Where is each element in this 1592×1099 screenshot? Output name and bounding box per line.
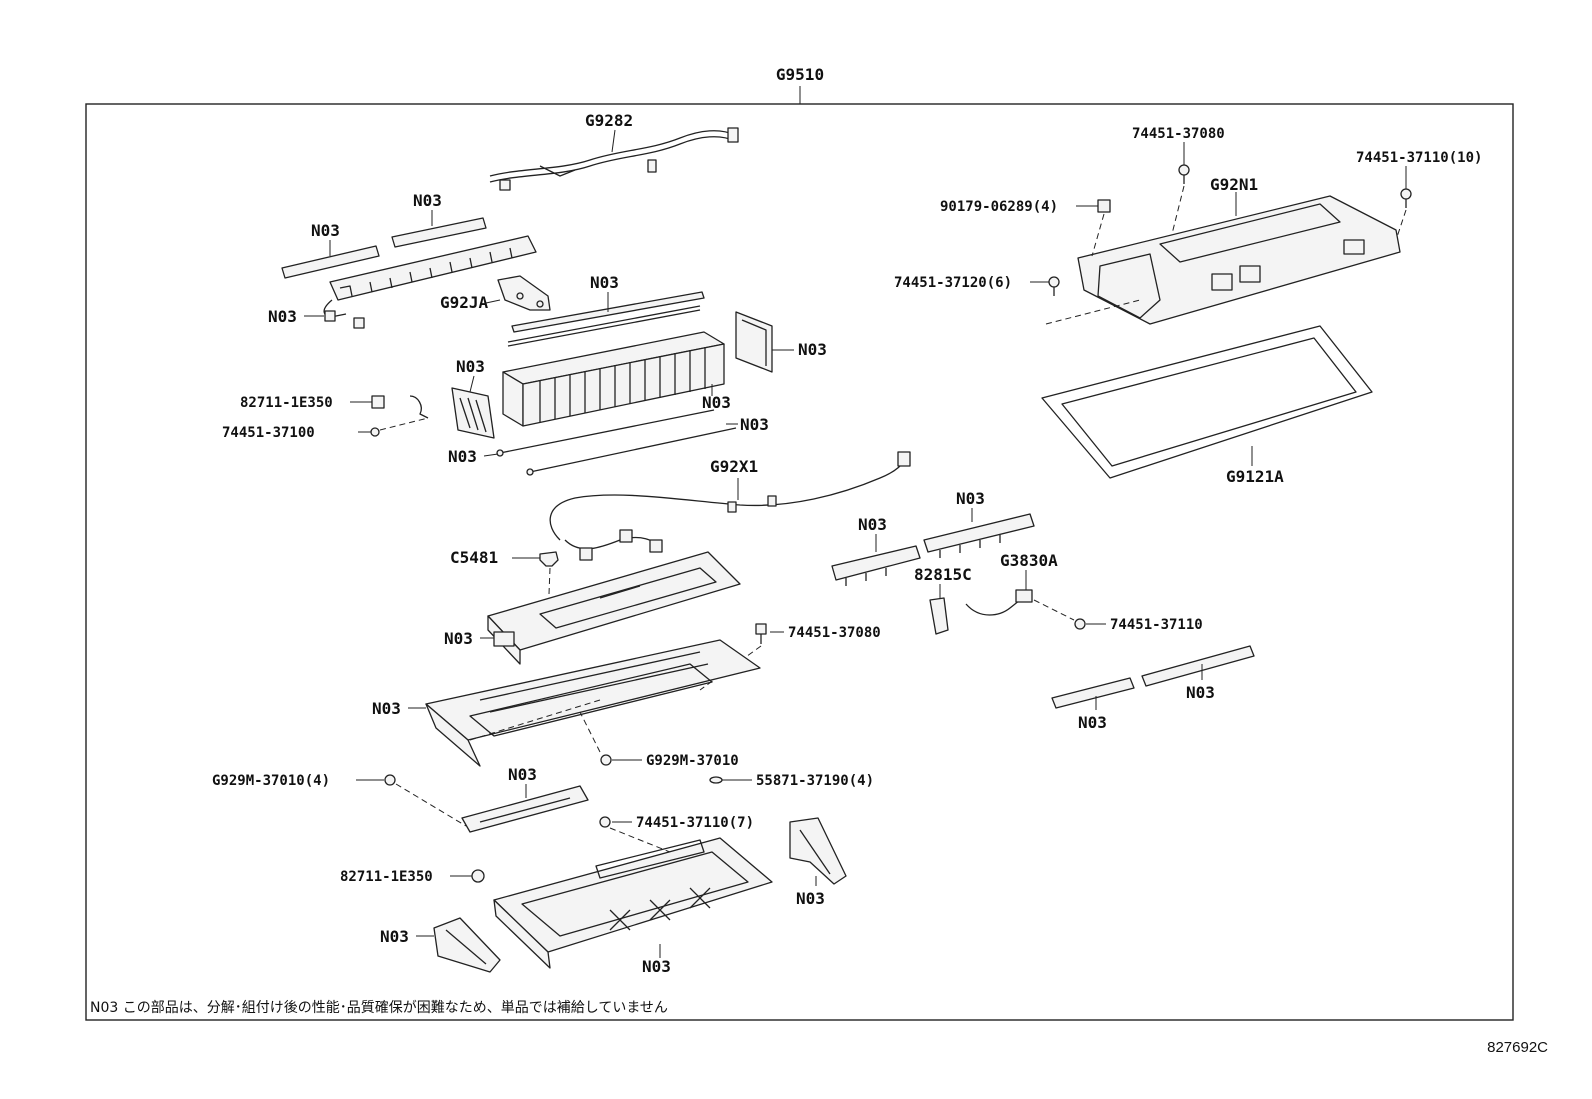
bolt-74451-37110-10[interactable] [1400,188,1412,208]
callout-74451-37100[interactable]: 74451-37100 [222,425,315,441]
side-bracket-right[interactable] [789,817,847,885]
callout-g929m-4[interactable]: G929M-37010(4) [212,773,330,789]
bolt-74451-37080-top[interactable] [1178,164,1190,184]
side-bracket-left[interactable] [433,917,501,973]
callout-n03-bracket[interactable]: N03 [508,765,537,784]
callout-90179[interactable]: 90179-06289(4) [940,199,1058,215]
bottom-case[interactable] [493,837,773,969]
callout-n03-stack-low1[interactable]: N03 [702,393,731,412]
callout-55871[interactable]: 55871-37190(4) [756,773,874,789]
bolt-74451-37110-7[interactable] [599,816,611,828]
nut-g929m-4[interactable] [384,774,396,786]
wire-harness-g92x1[interactable] [549,451,911,561]
callout-g92n1[interactable]: G92N1 [1210,175,1258,194]
n03-strip-top-left[interactable] [281,245,380,279]
callout-74451-37110-single[interactable]: 74451-37110 [1110,617,1203,633]
callout-n03-frame[interactable]: N03 [372,699,401,718]
callout-n03-bus-left[interactable]: N03 [858,515,887,534]
end-plate-left[interactable] [451,387,495,439]
callout-c5481[interactable]: C5481 [450,548,498,567]
sensor-82711-low[interactable] [471,869,485,883]
callout-82711-low[interactable]: 82711-1E350 [340,869,433,885]
callout-n03-top-left[interactable]: N03 [311,221,340,240]
figure-reference: 827692C [1487,1039,1548,1056]
bus-bar-left[interactable] [831,545,921,586]
callout-74451-37080-mid[interactable]: 74451-37080 [788,625,881,641]
clip-55871[interactable] [709,776,723,784]
bolt-74451-37120[interactable] [1048,276,1060,296]
cooling-tray[interactable] [487,551,741,665]
n03-strip-top-mid[interactable] [391,217,487,248]
callout-g92ja[interactable]: G92JA [440,293,489,312]
bolt-74451-37080-mid[interactable] [755,623,767,644]
callout-n03-stack-low2[interactable]: N03 [740,415,769,434]
wire-harness-g9282[interactable] [489,127,739,191]
callout-n03-tray[interactable]: N03 [444,629,473,648]
upper-cover-g92n1[interactable] [1077,195,1401,325]
callout-g929m-single[interactable]: G929M-37010 [646,753,739,769]
callout-74451-37120[interactable]: 74451-37120(6) [894,275,1012,291]
gasket-g9121a[interactable] [1041,325,1373,479]
connector-82815c[interactable] [929,597,949,635]
strip-left[interactable] [1051,677,1135,709]
end-plate-right[interactable] [735,311,773,373]
callout-n03-top-mid[interactable]: N03 [413,191,442,210]
battery-module-stack[interactable] [502,331,725,427]
callout-g3830a[interactable]: G3830A [1000,551,1058,570]
bolt-74451-37110-single[interactable] [1074,618,1086,630]
callout-g9121a[interactable]: G9121A [1226,467,1284,486]
callout-74451-37080-top[interactable]: 74451-37080 [1132,126,1225,142]
callout-n03-rods[interactable]: N03 [590,273,619,292]
callout-82815c[interactable]: 82815C [914,565,972,584]
clip-c5481[interactable] [539,551,559,567]
callout-g9282[interactable]: G9282 [585,111,633,130]
nut-90179[interactable] [1097,199,1111,213]
callout-n03-plate-right[interactable]: N03 [798,340,827,359]
sensor-82711-top[interactable] [371,395,429,419]
callout-74451-37110-10[interactable]: 74451-37110(10) [1356,150,1482,166]
strip-right[interactable] [1141,645,1255,687]
callout-n03-rod-left[interactable]: N03 [448,447,477,466]
assembly-label[interactable]: G9510 [776,65,824,84]
callout-n03-strip-right[interactable]: N03 [1186,683,1215,702]
bracket-g92ja[interactable] [497,275,551,311]
callout-n03-bus-right[interactable]: N03 [956,489,985,508]
bus-bar-module[interactable] [323,235,537,329]
rods-lower[interactable] [496,409,737,476]
callout-n03-side-bracket[interactable]: N03 [796,889,825,908]
callout-74451-37110-7[interactable]: 74451-37110(7) [636,815,754,831]
callout-n03-strip-left[interactable]: N03 [1078,713,1107,732]
sensor-g3830a[interactable] [965,589,1033,616]
support-bracket[interactable] [461,785,589,833]
callout-n03-connector[interactable]: N03 [268,307,297,326]
bus-bar-right[interactable] [923,513,1035,558]
callout-n03-left-bracket[interactable]: N03 [380,927,409,946]
nut-g929m-single[interactable] [600,754,612,766]
lower-frame[interactable] [425,639,761,767]
bolt-74451-37100[interactable] [370,427,380,437]
callout-n03-endplate[interactable]: N03 [456,357,485,376]
footnote: N03 この部品は、分解･組付け後の性能･品質確保が困難なため、単品では補給して… [90,1000,668,1016]
callout-g92x1[interactable]: G92X1 [710,457,758,476]
callout-82711-top[interactable]: 82711-1E350 [240,395,333,411]
callout-n03-bottom-case[interactable]: N03 [642,957,671,976]
